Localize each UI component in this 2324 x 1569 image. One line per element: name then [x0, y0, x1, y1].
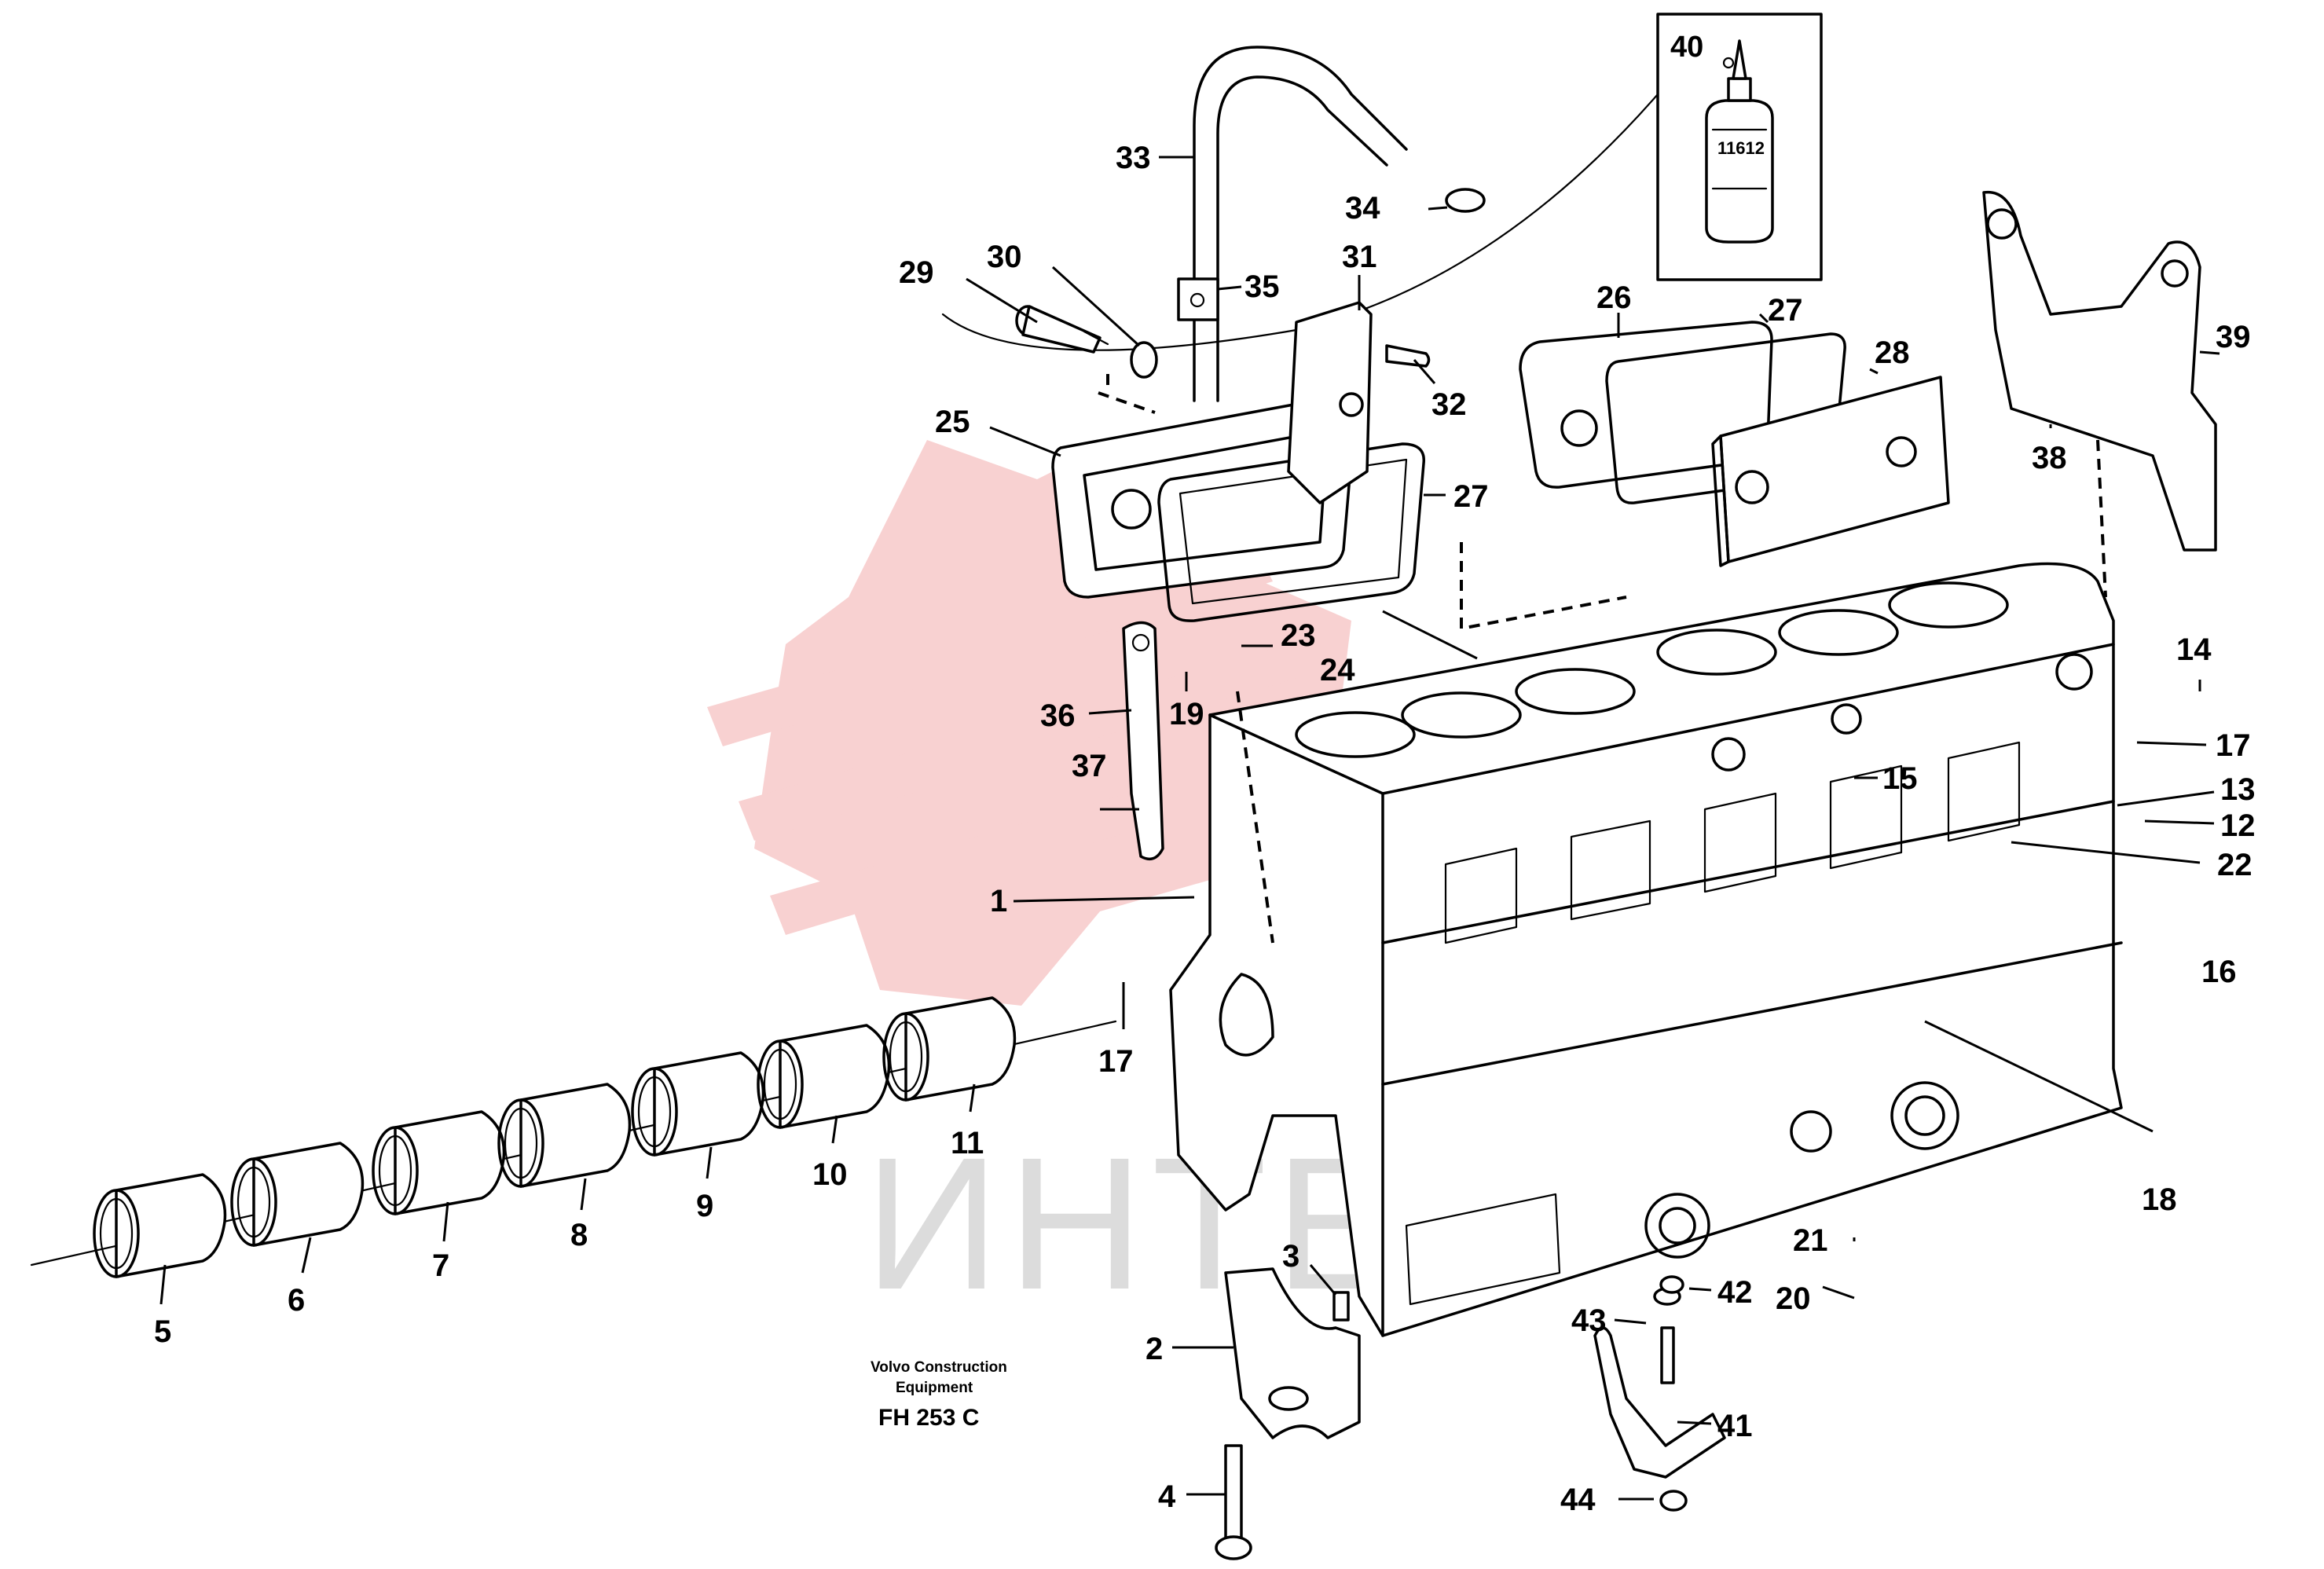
- piston-cooling-nozzle: [1593, 1275, 1726, 1512]
- callout-20: 20: [1776, 1281, 1811, 1316]
- core-plugs: [1644, 653, 2093, 1259]
- callout-2: 2: [1146, 1332, 1163, 1366]
- credit-line-2: Equipment: [896, 1380, 973, 1396]
- rear-valve-cover: [1519, 321, 1773, 489]
- support-strap: [1122, 621, 1164, 861]
- callout-35: 35: [1244, 269, 1280, 304]
- cylinder-bores: [1295, 581, 2009, 758]
- front-valve-cover: [1051, 395, 1357, 599]
- drawing-code: FH 253 C: [878, 1405, 979, 1431]
- callout-26: 26: [1596, 280, 1632, 315]
- callout-6: 6: [288, 1283, 305, 1318]
- sealing-washer: [1130, 341, 1158, 379]
- lifting-eye-bracket: [1982, 190, 2217, 552]
- callout-8: 8: [570, 1218, 588, 1252]
- callout-32: 32: [1431, 387, 1467, 422]
- main-bearing-cap: [1224, 1267, 1361, 1439]
- heat-shield: [1711, 376, 1950, 567]
- sealant-bottle: 11612: [1705, 39, 1774, 244]
- callout-11: 11: [951, 1126, 984, 1160]
- callout-5: 5: [154, 1314, 171, 1349]
- callout-43: 43: [1571, 1303, 1607, 1338]
- dowel-pin: [1332, 1291, 1350, 1322]
- callout-16: 16: [2201, 955, 2237, 989]
- callout-44: 44: [1560, 1483, 1596, 1517]
- callout-19: 19: [1169, 697, 1204, 731]
- block-windows: [1444, 741, 2021, 944]
- credit-line-1: Volvo Construction: [871, 1359, 1007, 1376]
- cover-bolt: [1015, 305, 1109, 354]
- plug-pin: [1385, 344, 1431, 368]
- oil-filler-housing: [1287, 301, 1373, 504]
- callout-4: 4: [1158, 1479, 1176, 1514]
- breather-pipe: [1193, 46, 1486, 402]
- callout-7: 7: [432, 1248, 449, 1283]
- callout-25: 25: [935, 405, 970, 439]
- callout-37: 37: [1072, 749, 1107, 783]
- callout-29: 29: [899, 255, 934, 290]
- callout-42: 42: [1717, 1275, 1753, 1310]
- callout-36: 36: [1040, 698, 1076, 733]
- cylinder-block: [1169, 562, 2123, 1337]
- publisher-credit: Volvo Construction Equipment FH 253 C: [871, 1359, 1007, 1431]
- callout-9: 9: [696, 1189, 713, 1223]
- callout-3: 3: [1282, 1239, 1299, 1274]
- callout-27-mid: 27: [1453, 479, 1489, 514]
- callout-23: 23: [1281, 618, 1316, 653]
- callout-27-top: 27: [1768, 293, 1803, 328]
- callout-21: 21: [1793, 1223, 1828, 1258]
- bottle-label: 11612: [1717, 138, 1765, 158]
- callout-31: 31: [1342, 240, 1377, 274]
- inset-sealant-box: 11612: [941, 13, 1823, 351]
- callout-30: 30: [987, 240, 1022, 274]
- callout-17-right: 17: [2216, 728, 2251, 763]
- callout-40: 40: [1670, 31, 1703, 64]
- bearing-cap-bolt: [1215, 1444, 1252, 1560]
- callout-12: 12: [2220, 808, 2256, 843]
- callout-39: 39: [2216, 320, 2251, 354]
- camshaft-bushings: [93, 996, 1017, 1278]
- callout-1: 1: [990, 884, 1007, 918]
- callout-24: 24: [1320, 653, 1355, 687]
- callout-18: 18: [2142, 1182, 2177, 1217]
- callout-22: 22: [2217, 848, 2253, 882]
- pipe-clamp: [1177, 277, 1219, 321]
- callout-13: 13: [2220, 772, 2256, 807]
- callouts: 1 2 3 4 5 6 7 8 9 10 11 12 13 14 15 16 1…: [154, 141, 2256, 1517]
- callout-10: 10: [812, 1157, 848, 1192]
- callout-15: 15: [1882, 761, 1918, 796]
- callout-33: 33: [1116, 141, 1151, 175]
- callout-41: 41: [1717, 1409, 1753, 1443]
- callout-28: 28: [1875, 335, 1910, 370]
- callout-14: 14: [2176, 632, 2212, 667]
- callout-34: 34: [1345, 191, 1380, 225]
- callout-17-left: 17: [1098, 1044, 1134, 1079]
- callout-38: 38: [2032, 441, 2067, 475]
